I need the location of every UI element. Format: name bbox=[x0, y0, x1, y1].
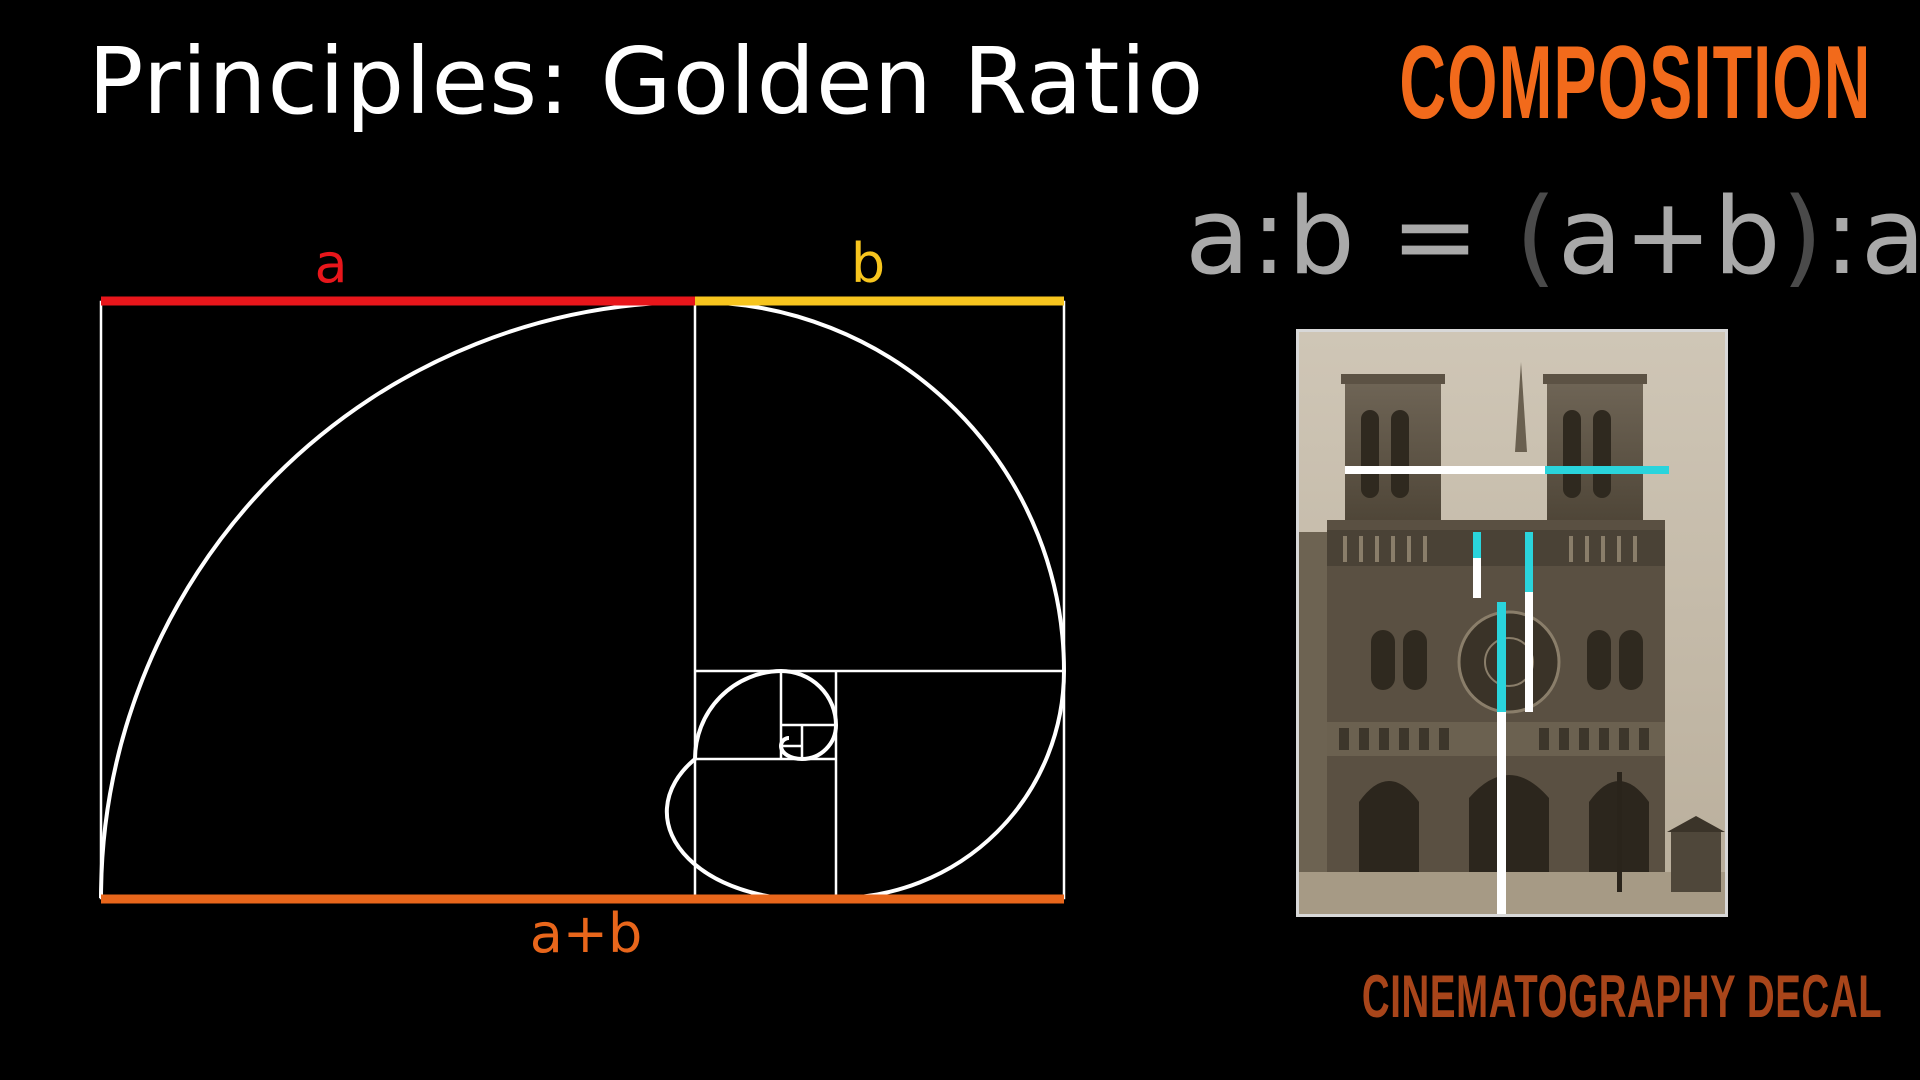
kings-gallery-arches bbox=[1339, 728, 1649, 750]
side-windows bbox=[1371, 630, 1643, 690]
cathedral-illustration bbox=[1299, 332, 1725, 914]
rose-window bbox=[1457, 610, 1561, 714]
tower-windows bbox=[1361, 410, 1611, 498]
kiosk-roof bbox=[1667, 816, 1725, 832]
plaza bbox=[1299, 872, 1725, 914]
cathedral-photo bbox=[1296, 329, 1728, 917]
golden-rectangle-grid bbox=[99, 300, 1066, 900]
segment-sum-label: a+b bbox=[530, 902, 643, 965]
gallery-row bbox=[1327, 530, 1665, 566]
formula-equals: = bbox=[1390, 175, 1481, 298]
overlay-vertical-cyan-left bbox=[1473, 532, 1481, 558]
footer-brand: CINEMATOGRAPHY DECAL bbox=[1361, 963, 1882, 1030]
segment-b-label: b bbox=[851, 232, 885, 295]
kiosk bbox=[1671, 832, 1721, 892]
segment-a-label: a bbox=[314, 232, 347, 295]
overlay-vertical-cyan-right bbox=[1525, 532, 1533, 592]
overlay-vertical-white-right bbox=[1525, 542, 1533, 712]
formula-right: :a bbox=[1823, 175, 1920, 298]
kings-gallery bbox=[1327, 722, 1665, 756]
golden-ratio-formula: a:b = (a+b):a bbox=[1185, 175, 1920, 298]
formula-left: a:b bbox=[1185, 175, 1356, 298]
gallery-columns bbox=[1343, 536, 1637, 562]
brand-logo: COMPOSITION bbox=[1399, 25, 1872, 141]
overlay-vertical-white-left bbox=[1473, 542, 1481, 598]
overlay-horizontal-cyan bbox=[1545, 466, 1669, 474]
formula-sum: a+b bbox=[1557, 175, 1782, 298]
central-spire bbox=[1515, 362, 1527, 452]
left-tower-top bbox=[1341, 374, 1445, 384]
slide-title: Principles: Golden Ratio bbox=[88, 28, 1205, 135]
lamp-post bbox=[1617, 772, 1622, 892]
formula-open-paren: ( bbox=[1515, 175, 1558, 298]
formula-close-paren: ) bbox=[1781, 175, 1824, 298]
overlay-horizontal-white bbox=[1345, 466, 1545, 474]
overlay-vertical-white-center bbox=[1497, 602, 1506, 914]
outer-golden-rectangle bbox=[99, 300, 1066, 900]
side-building bbox=[1299, 532, 1327, 914]
golden-spiral-curve bbox=[99, 299, 1067, 902]
ratio-overlay-lines bbox=[1345, 466, 1669, 914]
right-tower-top bbox=[1543, 374, 1647, 384]
overlay-vertical-cyan-center bbox=[1497, 602, 1506, 712]
